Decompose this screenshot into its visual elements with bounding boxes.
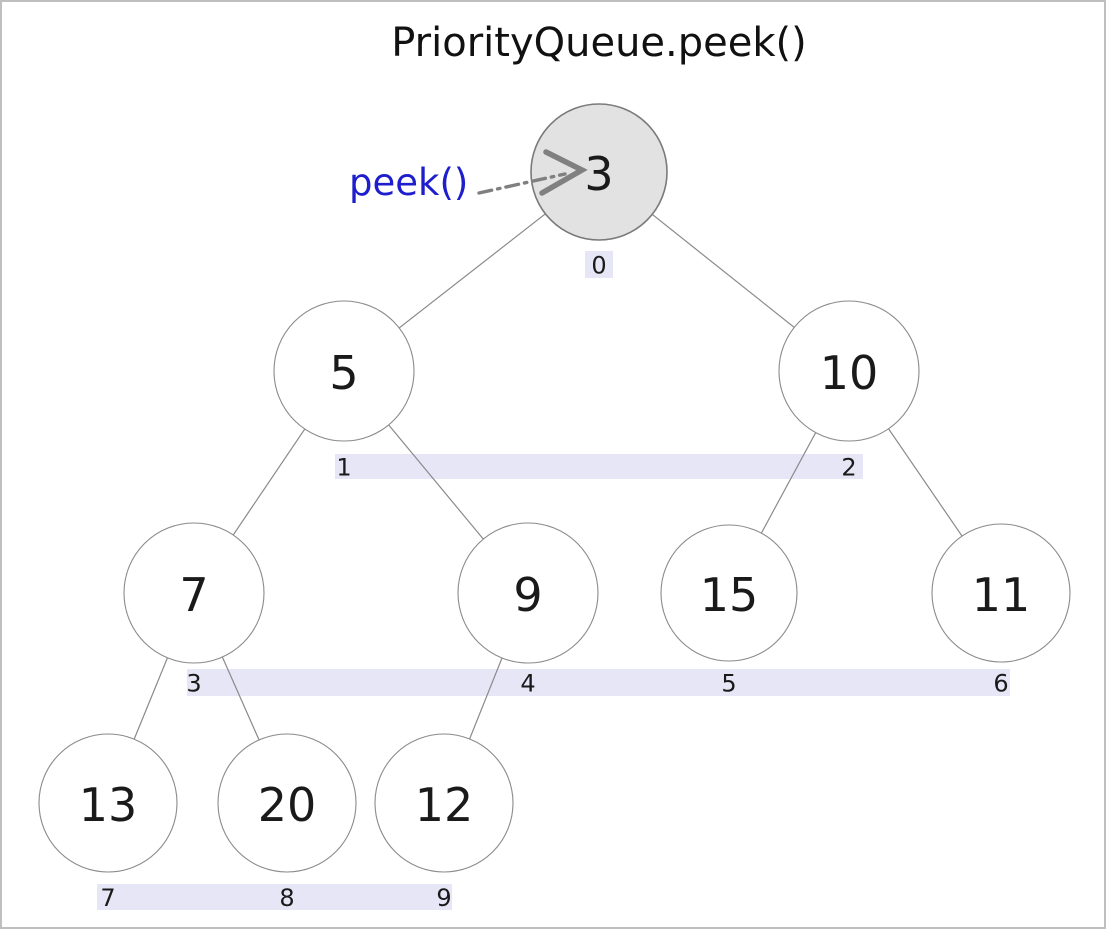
heap-node: [457, 522, 599, 664]
peek-arrow-head-icon: [539, 149, 588, 196]
heap-node-value: 7: [179, 568, 208, 622]
array-index-label: 8: [279, 884, 294, 912]
heap-node: [374, 733, 514, 873]
heap-node-root: [530, 103, 668, 241]
heap-node-value: 5: [329, 346, 358, 400]
heap-node-value: 13: [79, 778, 138, 832]
heap-node: [217, 733, 357, 873]
heap-node-value: 20: [258, 778, 317, 832]
heap-node: [778, 300, 920, 442]
heap-node-value: 10: [820, 346, 879, 400]
array-index-band: [585, 251, 613, 278]
array-index-band: [335, 454, 863, 479]
array-index-label: 3: [186, 670, 201, 698]
heap-node: [273, 300, 415, 442]
heap-node: [931, 523, 1071, 663]
array-index-label: 6: [993, 670, 1008, 698]
array-index-band: [97, 884, 452, 910]
heap-node: [660, 524, 798, 662]
heap-node-value: 15: [700, 568, 759, 622]
array-index-label: 7: [100, 884, 115, 912]
diagram-title: PriorityQueue.peek(): [391, 20, 807, 66]
heap-node: [123, 522, 265, 664]
array-index-label: 5: [721, 670, 736, 698]
heap-node: [38, 733, 178, 873]
array-index-label: 1: [336, 454, 351, 482]
heap-node-value: 9: [513, 568, 542, 622]
heap-node-value: 11: [972, 568, 1031, 622]
array-index-band: [187, 669, 1010, 696]
peek-arrow-line: [477, 172, 567, 195]
peek-annotation-label: peek(): [349, 161, 469, 204]
heap-node-value: 12: [415, 778, 474, 832]
array-index-label: 9: [436, 884, 451, 912]
array-index-label: 4: [520, 670, 535, 698]
array-index-label: 2: [841, 454, 856, 482]
array-index-label: 0: [591, 252, 606, 280]
heap-node-value: 3: [584, 147, 613, 201]
